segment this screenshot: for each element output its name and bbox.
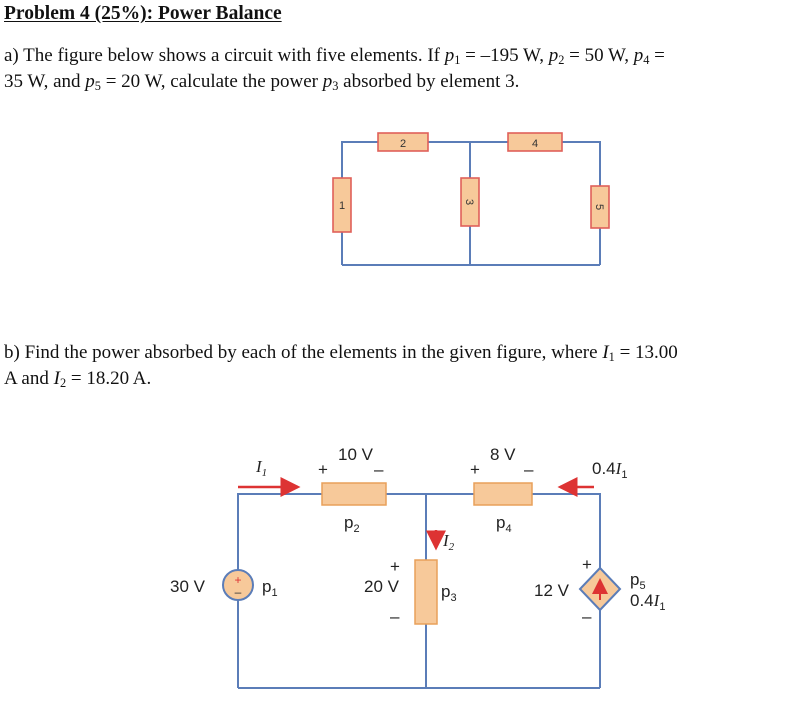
p2-label: p2 bbox=[344, 513, 360, 535]
part-b-line-1: b) Find the power absorbed by each of th… bbox=[4, 342, 678, 364]
wire-b-left-top bbox=[237, 493, 322, 570]
element-label-5: 5 bbox=[593, 204, 605, 210]
i1-label: I1 bbox=[255, 457, 267, 479]
element-box-2 bbox=[377, 132, 429, 152]
e3-minus: – bbox=[390, 607, 400, 626]
p3-label: p3 bbox=[441, 582, 457, 604]
element-box-1 bbox=[332, 177, 352, 233]
e4-minus: – bbox=[524, 460, 534, 479]
source-minus: – bbox=[235, 585, 242, 599]
dep-minus: – bbox=[582, 607, 592, 626]
p1-label: p1 bbox=[262, 577, 278, 599]
e2-minus: – bbox=[374, 460, 384, 479]
source-plus: + bbox=[234, 573, 241, 587]
dep-plus: + bbox=[582, 555, 592, 574]
source-30v bbox=[222, 569, 254, 601]
element-box-5 bbox=[590, 185, 610, 229]
part-a-line-1: a) The figure below shows a circuit with… bbox=[4, 45, 665, 67]
element-box-4 bbox=[507, 132, 563, 152]
element-label-1: 1 bbox=[339, 200, 345, 212]
wire-a-right bbox=[562, 141, 601, 186]
e2-voltage: 10 V bbox=[338, 445, 374, 464]
right-current-label: 0.4I1 bbox=[592, 459, 627, 481]
e4-plus: + bbox=[470, 460, 480, 479]
element-label-3: 3 bbox=[463, 199, 475, 205]
wire-a-left bbox=[341, 141, 378, 194]
p5-label: p5 bbox=[630, 570, 646, 592]
e2-plus: + bbox=[318, 460, 328, 479]
dep-formula: 0.4I1 bbox=[630, 591, 665, 613]
dep-voltage-label: 12 V bbox=[534, 581, 570, 600]
e3-plus: + bbox=[390, 557, 400, 576]
source-voltage-label: 30 V bbox=[170, 577, 206, 596]
wire-b-right-top bbox=[532, 493, 601, 570]
element-box-3 bbox=[460, 177, 480, 227]
element-label-4: 4 bbox=[532, 138, 538, 150]
element-label-2: 2 bbox=[400, 138, 406, 150]
element-b-3 bbox=[414, 559, 438, 625]
element-b-4 bbox=[473, 482, 533, 506]
problem-title: Problem 4 (25%): Power Balance bbox=[4, 3, 282, 24]
i2-label: I2 bbox=[442, 531, 455, 553]
part-b-line-2: A and I2 = 18.20 A. bbox=[4, 368, 152, 390]
p4-label: p4 bbox=[496, 513, 512, 535]
e4-voltage: 8 V bbox=[490, 445, 516, 464]
part-a-line-2: 35 W, and p5 = 20 W, calculate the power… bbox=[4, 71, 520, 93]
e3-voltage: 20 V bbox=[364, 577, 400, 596]
element-b-2 bbox=[321, 482, 387, 506]
